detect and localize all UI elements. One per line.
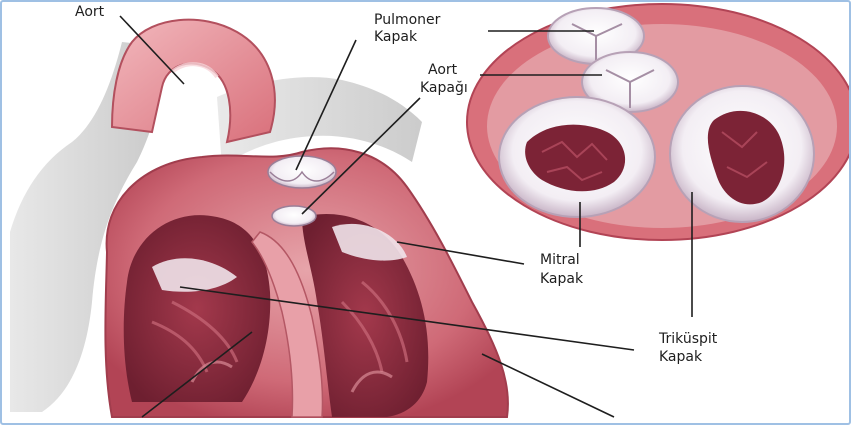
label-pulmoner-line2: Kapak (374, 29, 418, 45)
label-mitral-line1: Mitral (540, 252, 580, 268)
label-pulmoner-line1: Pulmoner (374, 12, 441, 28)
pulmonary-valve-shape (268, 156, 336, 188)
label-aort-kapagi-line1: Aort (428, 62, 458, 78)
label-mitral-line2: Kapak (540, 271, 584, 287)
label-aort-kapagi-line2: Kapağı (420, 80, 468, 96)
label-trikuspit-line2: Kapak (659, 349, 703, 365)
mitral-valve-top-view (499, 97, 655, 217)
valve-plane-view (467, 4, 851, 240)
label-trikuspit-line1: Triküspit (658, 331, 718, 347)
aortic-valve-shape (272, 206, 316, 226)
aorta-arch-shape (112, 20, 275, 142)
label-aort: Aort (75, 4, 105, 20)
